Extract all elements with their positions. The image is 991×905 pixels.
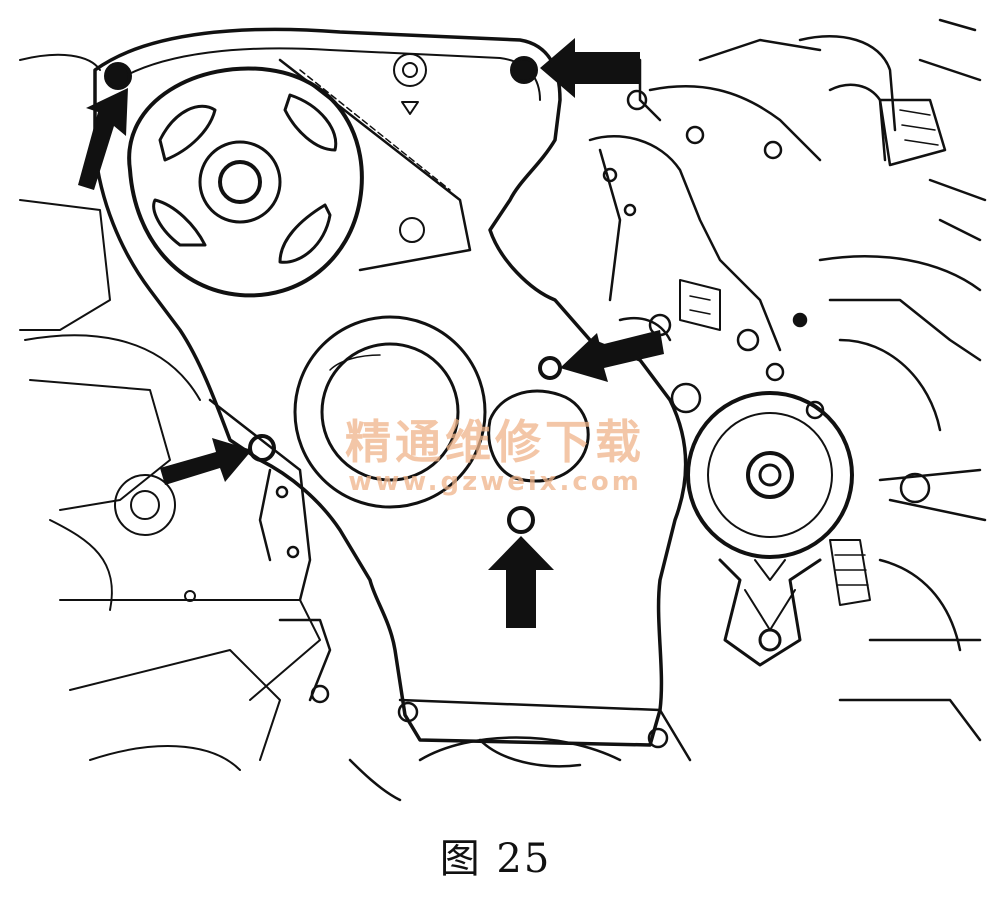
watermark: 精通维修下载 www.gzweix.com (345, 415, 645, 497)
engine-block-right-outline (588, 18, 987, 742)
timing-cover-outline (93, 27, 688, 747)
watermark-url: www.gzweix.com (348, 467, 642, 497)
arrow-top-left (78, 88, 128, 190)
arrow-center-right (560, 330, 664, 382)
marked-bolts (104, 56, 562, 534)
engine-timing-cover-illustration: 精通维修下载 www.gzweix.com (19, 18, 987, 802)
arrow-bottom-center (488, 536, 554, 628)
sensor-housing (487, 389, 590, 483)
bolt-center-right (538, 356, 562, 380)
camshaft-sprocket (127, 58, 472, 298)
bolt-lower-left (248, 434, 276, 462)
lower-left-bracket (208, 398, 332, 704)
oil-pan-area (348, 698, 692, 802)
bolt-bottom-center (507, 506, 535, 534)
bolt-top-left (104, 62, 132, 90)
watermark-title: 精通维修下载 (345, 415, 645, 469)
cam-bolt-group (393, 53, 427, 243)
arrow-top-right (540, 38, 640, 98)
crankshaft-seal (293, 315, 487, 509)
water-pump (686, 391, 871, 667)
bolt-top-right (510, 56, 538, 84)
figure-caption: 图 25 (439, 836, 552, 882)
arrow-lower-left (160, 438, 252, 485)
